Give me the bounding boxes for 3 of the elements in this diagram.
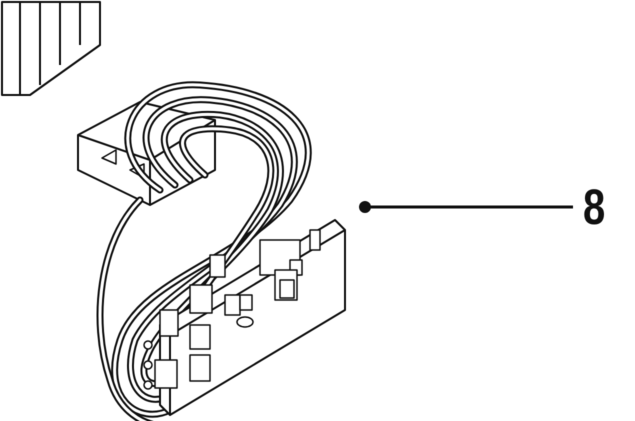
callout-number: 8	[583, 182, 606, 232]
leader-line	[359, 201, 573, 213]
circuit-board-drawing	[77, 82, 346, 421]
